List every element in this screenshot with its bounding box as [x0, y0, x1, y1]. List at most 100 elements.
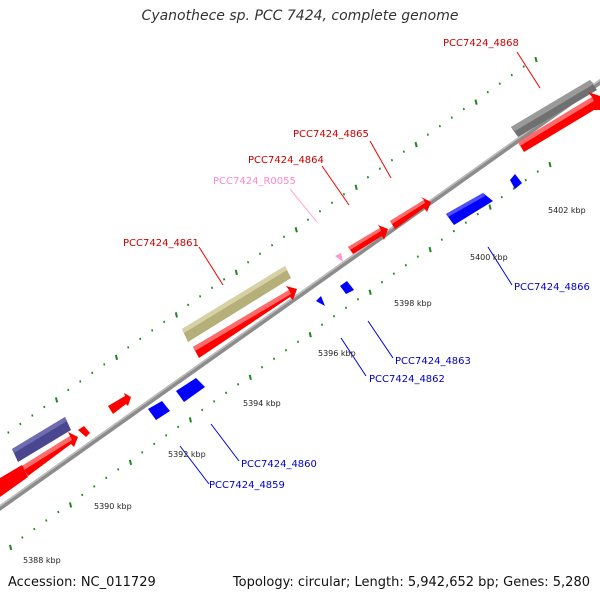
genome-summary: Topology: circular; Length: 5,942,652 bp… [232, 575, 590, 590]
minor-tick [201, 408, 204, 412]
minor-tick [103, 363, 106, 366]
minor-tick [306, 218, 310, 222]
kbp-label: 5400 kbp [470, 253, 508, 262]
label-4863[interactable]: PCC7424_4863 [395, 356, 471, 367]
label-4865[interactable]: PCC7424_4865 [293, 129, 369, 140]
kbp-label: 5396 kbp [318, 349, 356, 358]
reverse-gene-4863[interactable] [340, 281, 354, 294]
minor-tick [512, 187, 515, 190]
minor-tick [163, 320, 166, 324]
forward-gene-4865[interactable] [390, 197, 431, 229]
major-tick [68, 502, 73, 508]
minor-tick [236, 383, 240, 386]
reverse-gene-4859[interactable] [148, 401, 170, 420]
outer-tick-track [7, 56, 538, 434]
minor-tick [57, 510, 60, 514]
minor-tick [426, 133, 429, 136]
minor-tick [330, 201, 334, 204]
major-tick [488, 204, 492, 210]
kbp-label: 5390 kbp [94, 502, 132, 511]
map-title: Cyanothece sp. PCC 7424, complete genome [141, 8, 459, 24]
label-4864[interactable]: PCC7424_4864 [248, 155, 324, 166]
gray-feature[interactable] [511, 80, 597, 137]
minor-tick [462, 107, 465, 111]
label-4862[interactable]: PCC7424_4862 [369, 374, 445, 385]
reverse-gene-4866[interactable] [446, 193, 493, 225]
major-tick [354, 184, 358, 190]
major-tick [128, 459, 133, 466]
label-4866[interactable]: PCC7424_4866 [514, 282, 590, 293]
minor-tick [153, 442, 156, 446]
accession-text: Accession: NC_011729 [8, 575, 156, 590]
minor-tick [91, 371, 94, 375]
major-tick [308, 332, 312, 338]
reverse-gene-4862[interactable] [316, 296, 325, 306]
major-tick [368, 289, 372, 295]
minor-tick [510, 73, 513, 77]
forward-gene-4868[interactable] [518, 92, 600, 152]
minor-tick [318, 209, 322, 213]
minor-tick [43, 405, 46, 409]
minor-tick [21, 536, 24, 539]
position-labels: 5388 kbp 5390 kbp 5392 kbp 5394 kbp 5396… [23, 206, 586, 565]
minor-tick [33, 527, 36, 531]
minor-tick [404, 263, 408, 267]
forward-gene-4864[interactable] [348, 225, 388, 254]
rna-gene-r0055[interactable] [335, 253, 343, 262]
olive-feature[interactable] [182, 266, 291, 342]
kbp-label: 5398 kbp [394, 299, 432, 308]
major-tick [174, 312, 178, 318]
forward-gene-left[interactable] [22, 432, 78, 476]
label-r0055[interactable]: PCC7424_R0055 [213, 176, 296, 187]
minor-tick [402, 150, 405, 153]
minor-tick [117, 468, 120, 471]
minor-tick [7, 431, 10, 434]
minor-tick [224, 391, 228, 395]
label-4861[interactable]: PCC7424_4861 [123, 238, 199, 249]
minor-tick [522, 65, 525, 68]
minor-tick [105, 476, 108, 480]
minor-tick [390, 158, 394, 162]
purple-feature[interactable] [12, 417, 71, 462]
minor-tick [438, 124, 441, 128]
minor-tick [476, 212, 479, 216]
minor-tick [67, 388, 70, 392]
genome-backbone-highlight [0, 79, 600, 507]
minor-tick [498, 82, 501, 85]
minor-tick [486, 90, 489, 94]
callout-lines [179, 51, 541, 485]
minor-tick [464, 221, 467, 224]
minor-tick [79, 380, 82, 383]
forward-gene-4861[interactable] [193, 286, 297, 358]
minor-tick [151, 329, 154, 332]
minor-tick [199, 295, 202, 298]
minor-tick [344, 306, 348, 309]
minor-tick [19, 422, 22, 426]
forward-gene-small-2[interactable] [78, 426, 90, 437]
minor-tick [380, 280, 384, 284]
major-tick [294, 227, 298, 233]
minor-tick [127, 346, 130, 349]
major-tick [414, 141, 418, 148]
forward-gene-edge[interactable] [0, 465, 28, 497]
major-tick [534, 56, 538, 63]
label-4860[interactable]: PCC7424_4860 [241, 459, 317, 470]
minor-tick [524, 178, 527, 182]
reverse-gene-4860[interactable] [176, 378, 205, 402]
minor-tick [284, 349, 288, 352]
label-4868[interactable]: PCC7424_4868 [443, 38, 519, 49]
minor-tick [296, 340, 300, 344]
minor-tick [139, 337, 142, 341]
reverse-gene-top-right[interactable] [510, 174, 522, 189]
major-tick [9, 544, 13, 551]
forward-gene-small-1[interactable] [108, 393, 131, 414]
kbp-label: 5394 kbp [243, 399, 281, 408]
minor-tick [187, 303, 190, 307]
label-4859[interactable]: PCC7424_4859 [209, 480, 285, 491]
minor-tick [93, 485, 96, 488]
major-tick [428, 246, 432, 253]
minor-tick [45, 519, 48, 522]
minor-tick [270, 244, 274, 247]
minor-tick [260, 366, 264, 369]
